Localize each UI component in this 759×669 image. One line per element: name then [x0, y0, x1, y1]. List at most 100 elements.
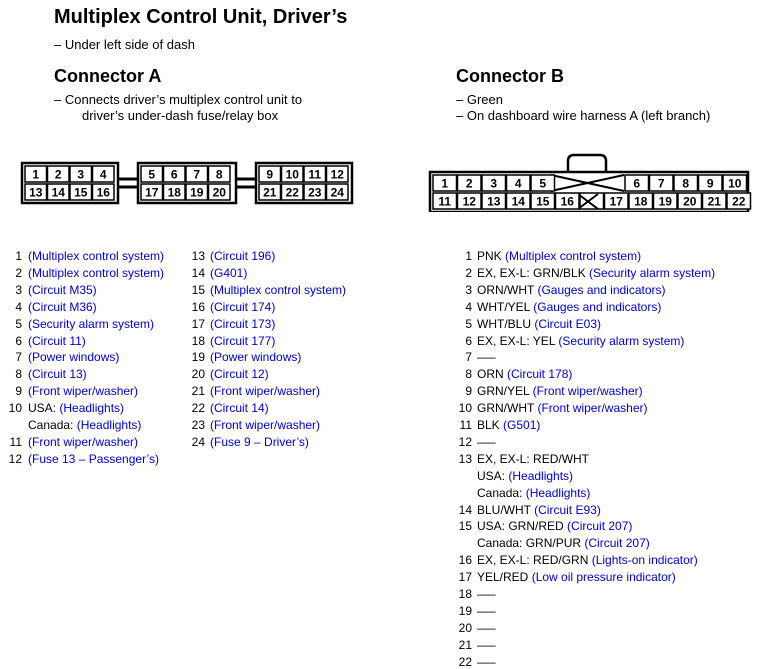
pin-text: (Circuit 196) — [210, 249, 275, 263]
pin-text: EX, EX-L: RED/GRN (Lights-on indicator) — [477, 553, 698, 567]
pin-cell — [648, 174, 674, 192]
pin-wire: BLK — [477, 418, 500, 432]
pin-number: 23 — [191, 418, 205, 432]
pin-text: (Front wiper/washer) — [28, 435, 138, 449]
pin-cell — [505, 192, 531, 210]
pin-cell-label: 21 — [263, 186, 277, 200]
pin-number: 21 — [191, 384, 205, 399]
pin-text: Canada: GRN/PUR (Circuit 207) — [477, 536, 650, 550]
pin-number: 6 — [15, 333, 22, 348]
pin-cell — [530, 192, 556, 210]
pin-cell-label: 18 — [634, 195, 648, 209]
pin-text: WHT/YEL (Gauges and indicators) — [477, 300, 661, 314]
pin-text: (Circuit 11) — [28, 334, 86, 348]
pin-number: 14 — [458, 502, 472, 517]
connector-b-blank-x4 — [577, 193, 599, 210]
pin-cell-label: 15 — [536, 195, 550, 209]
pin-text: —– — [477, 621, 496, 635]
pin-cell — [258, 165, 282, 183]
pin-cell — [24, 165, 48, 183]
pin-number: 7 — [465, 350, 472, 365]
pin-cell — [24, 183, 48, 201]
pin-text: (Power windows) — [210, 350, 301, 364]
pin-wire: YEL/RED — [477, 570, 529, 585]
pin-cell-label: 4 — [100, 168, 107, 182]
pin-cell — [697, 174, 723, 192]
pin-cell-label: 18 — [168, 186, 182, 200]
pin-description: (Circuit 207) — [584, 536, 650, 551]
pin-description: (Circuit 14) — [210, 401, 269, 416]
pin-number: 10 — [8, 401, 22, 416]
pin-text: YEL/RED (Low oil pressure indicator) — [477, 570, 676, 584]
pin-cell-label: 3 — [77, 168, 84, 182]
pin-text: (Power windows) — [28, 350, 119, 364]
pin-text: (G401) — [210, 266, 247, 280]
pin-number: 19 — [458, 603, 472, 618]
pin-number: 14 — [191, 265, 205, 280]
pin-text: (Front wiper/washer) — [28, 384, 138, 398]
pin-text: ORN (Circuit 178) — [477, 367, 572, 381]
pin-text: GRN/YEL (Front wiper/washer) — [477, 384, 643, 398]
pin-cell-label: 8 — [216, 168, 223, 182]
pin-description: (Circuit E03) — [534, 316, 602, 331]
pin-cell-label: 22 — [286, 186, 300, 200]
pin-description: (Fuse 9 – Driver’s) — [210, 434, 309, 449]
pin-text: EX, EX-L: GRN/BLK (Security alarm system… — [477, 266, 715, 280]
pin-description: (Security alarm system) — [558, 333, 685, 348]
pin-description: (Multiplex control system) — [505, 249, 642, 263]
pin-cell-label: 19 — [190, 186, 204, 200]
pin-number: 1 — [465, 249, 472, 263]
pin-cell — [530, 174, 556, 192]
pin-cell-label: 10 — [728, 177, 742, 191]
pin-text: —– — [477, 350, 496, 364]
pin-cell-label: 8 — [682, 177, 689, 191]
pin-cell-label: 11 — [308, 168, 321, 182]
pin-cell — [325, 165, 349, 183]
pin-text: (Multiplex control system) — [28, 249, 164, 263]
pin-text: (Front wiper/washer) — [210, 418, 320, 432]
pin-cell-label: 17 — [145, 186, 159, 200]
pin-text: (Multiplex control system) — [28, 266, 164, 280]
pin-wire: USA: — [477, 468, 506, 483]
pin-text: USA: GRN/RED (Circuit 207) — [477, 519, 632, 533]
pin-wire: ORN — [477, 367, 504, 382]
pin-cell — [280, 165, 304, 183]
pin-cell — [603, 192, 629, 210]
pin-cell — [652, 192, 678, 210]
pin-text: —– — [477, 435, 496, 449]
pin-text: WHT/BLU (Circuit E03) — [477, 317, 601, 331]
connector-b-desc-line2: – On dashboard wire harness A (left bran… — [456, 108, 711, 123]
pin-cell-label: 22 — [732, 195, 746, 209]
pin-wire: EX, EX-L: RED/GRN — [477, 553, 589, 568]
pin-cell-label: 2 — [55, 168, 62, 182]
pin-text: (Security alarm system) — [28, 317, 154, 331]
connector-a-desc-line1: – Connects driver’s multiplex control un… — [54, 92, 303, 107]
pin-wire: —– — [477, 620, 496, 635]
pin-cell — [303, 165, 327, 183]
pin-cell — [69, 165, 93, 183]
pin-cell — [554, 192, 580, 210]
pin-description: (Lights-on indicator) — [591, 553, 698, 568]
pin-description: (Circuit 178) — [507, 367, 573, 382]
pin-description: (G501) — [503, 418, 541, 432]
pin-wire: —– — [477, 603, 496, 618]
pin-text: (Circuit 12) — [210, 367, 269, 381]
pin-cell — [481, 192, 507, 210]
connector-a-title: Connector A — [54, 66, 162, 86]
pin-description: (Front wiper/washer) — [210, 418, 321, 432]
pin-cell-label: 12 — [463, 195, 477, 209]
pin-number: 24 — [191, 434, 205, 449]
pin-text: —– — [477, 638, 496, 652]
pin-cell — [280, 183, 304, 201]
pin-cell-label: 14 — [512, 195, 526, 209]
pin-number: 13 — [191, 249, 205, 263]
pin-cell — [303, 183, 327, 201]
pin-cell-label: 7 — [193, 168, 200, 182]
pin-description: (Headlights) — [525, 485, 591, 500]
pin-number: 17 — [191, 316, 205, 331]
pin-description: (Circuit M36) — [28, 299, 97, 314]
pin-number: 19 — [191, 350, 205, 365]
pin-number: 16 — [458, 553, 472, 568]
pin-cell — [628, 192, 654, 210]
page-subtitle: – Under left side of dash — [54, 37, 195, 52]
